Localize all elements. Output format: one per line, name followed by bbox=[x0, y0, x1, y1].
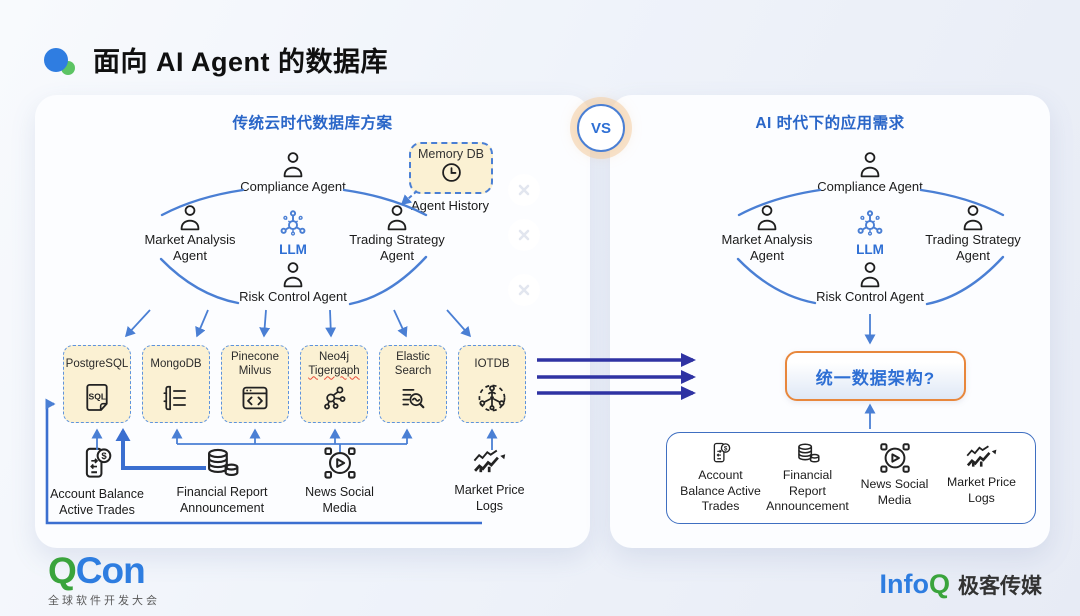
agent-trading-strategy: Trading Strategy Agent bbox=[918, 203, 1028, 265]
agent-label: Compliance Agent bbox=[240, 179, 346, 194]
memory-db-bubble: Memory DB bbox=[409, 142, 493, 194]
qcon-q: Q bbox=[48, 550, 77, 591]
qcon-subtitle: 全球软件开发大会 bbox=[48, 595, 160, 607]
close-icon bbox=[508, 274, 540, 306]
agent-risk-control: Risk Control Agent bbox=[223, 260, 363, 305]
db-box-postgresql: PostgreSQL bbox=[63, 345, 131, 423]
close-icon bbox=[508, 219, 540, 251]
clock-icon bbox=[440, 161, 463, 184]
person-icon bbox=[960, 203, 986, 231]
unified-data-architecture-box: 统一数据架构? bbox=[785, 351, 966, 401]
source-label: Account Balance Active Trades bbox=[680, 467, 761, 514]
agent-llm: LLM bbox=[835, 207, 905, 259]
document-list-icon bbox=[162, 383, 190, 413]
agent-llm: LLM bbox=[258, 207, 328, 259]
right-panel: AI 时代下的应用需求 Compliance Agent Market Anal… bbox=[610, 95, 1050, 548]
qcon-logo: QCon 全球软件开发大会 bbox=[48, 552, 160, 608]
db-name: PostgreSQL bbox=[65, 357, 129, 370]
source-financial-report: Financial Report Announcement bbox=[162, 445, 282, 517]
source-market-price: Market Price Logs bbox=[442, 445, 537, 515]
coin-stack-icon bbox=[790, 441, 826, 466]
source-label: Market Price Logs bbox=[454, 483, 525, 514]
infoq-logo: InfoQ 极客传媒 bbox=[880, 570, 1043, 600]
document-search-icon bbox=[399, 384, 427, 412]
qcon-wordmark: QCon bbox=[48, 552, 160, 589]
db-name-line2: Tigergaph bbox=[308, 364, 360, 377]
db-box-pinecone-milvus: Pinecone Milvus bbox=[221, 345, 289, 423]
source-label: Account Balance Active Trades bbox=[50, 487, 144, 518]
db-name: IOTDB bbox=[474, 357, 510, 370]
source-account-balance: Account Balance Active Trades bbox=[37, 445, 157, 519]
source-label: Market Price Logs bbox=[946, 475, 1016, 505]
right-panel-title: AI 时代下的应用需求 bbox=[755, 115, 905, 132]
infoq-wordmark: InfoQ bbox=[880, 571, 951, 598]
db-name-line1: Neo4j bbox=[318, 351, 350, 363]
coin-stack-icon bbox=[203, 445, 241, 481]
db-name: MongoDB bbox=[150, 357, 202, 370]
person-icon bbox=[754, 203, 780, 231]
infoq-q: Q bbox=[928, 569, 950, 599]
slide-header: 面向 AI Agent 的数据库 bbox=[44, 40, 388, 79]
llm-network-icon bbox=[277, 207, 309, 241]
agent-compliance: Compliance Agent bbox=[223, 150, 363, 195]
source-account-balance: Account Balance Active Trades bbox=[677, 441, 764, 515]
agent-risk-control: Risk Control Agent bbox=[800, 260, 940, 305]
db-name-line2: Search bbox=[394, 364, 432, 377]
source-label: News Social Media bbox=[860, 477, 929, 507]
person-icon bbox=[177, 203, 203, 231]
price-chart-icon bbox=[471, 445, 509, 479]
llm-label: LLM bbox=[279, 242, 307, 257]
db-name-line1: Elastic bbox=[396, 351, 430, 363]
mobile-dollar-icon bbox=[704, 441, 738, 466]
sql-document-icon bbox=[82, 382, 112, 414]
db-box-neo4j-tigergraph: Neo4j Tigergaph bbox=[300, 345, 368, 423]
qcon-con: Con bbox=[75, 550, 146, 591]
page-title: 面向 AI Agent 的数据库 bbox=[93, 47, 388, 77]
db-box-elastic-search: Elastic Search bbox=[379, 345, 447, 423]
unified-box-label: 统一数据架构? bbox=[815, 368, 936, 388]
source-financial-report: Financial Report Announcement bbox=[764, 441, 851, 515]
source-market-price: Market Price Logs bbox=[938, 441, 1025, 515]
mobile-dollar-icon bbox=[79, 445, 115, 483]
graph-network-icon bbox=[320, 383, 348, 413]
infoq-info: Info bbox=[879, 569, 929, 599]
memory-db-label: Memory DB bbox=[418, 147, 484, 161]
brand-dot-blue-icon bbox=[44, 47, 68, 72]
agent-label: Risk Control Agent bbox=[816, 289, 924, 304]
social-media-icon bbox=[322, 445, 358, 481]
vs-label: VS bbox=[590, 119, 611, 137]
iot-network-icon bbox=[476, 382, 508, 414]
vs-badge: VS bbox=[577, 104, 625, 152]
person-icon bbox=[857, 260, 883, 288]
source-news-social: News Social Media bbox=[851, 441, 938, 515]
close-icon bbox=[508, 174, 540, 206]
source-label: Financial Report Announcement bbox=[766, 467, 849, 514]
agent-market-analysis: Market Analysis Agent bbox=[135, 203, 245, 265]
db-name-line2: Milvus bbox=[238, 364, 272, 377]
agent-compliance: Compliance Agent bbox=[800, 150, 940, 195]
person-icon bbox=[280, 260, 306, 288]
social-media-icon bbox=[878, 441, 912, 475]
db-box-iotdb: IOTDB bbox=[458, 345, 526, 423]
db-name-line1: Pinecone bbox=[231, 351, 279, 363]
agent-market-analysis: Market Analysis Agent bbox=[712, 203, 822, 265]
source-news-social: News Social Media bbox=[292, 445, 387, 517]
db-box-mongodb: MongoDB bbox=[142, 345, 210, 423]
price-chart-icon bbox=[964, 441, 1000, 473]
left-panel: 传统云时代数据库方案 Compliance Agent Market Analy… bbox=[35, 95, 590, 548]
person-icon bbox=[857, 150, 883, 178]
person-icon bbox=[280, 150, 306, 178]
agent-label: Compliance Agent bbox=[817, 179, 923, 194]
source-label: Financial Report Announcement bbox=[176, 485, 268, 516]
infoq-brand: 极客传媒 bbox=[958, 575, 1042, 598]
left-panel-title: 传统云时代数据库方案 bbox=[232, 115, 393, 132]
llm-network-icon bbox=[854, 207, 886, 241]
agent-history-label: Agent History bbox=[410, 198, 490, 213]
code-window-icon bbox=[240, 384, 270, 412]
llm-label: LLM bbox=[856, 242, 884, 257]
agent-label: Risk Control Agent bbox=[239, 289, 347, 304]
source-label: News Social Media bbox=[305, 485, 374, 516]
data-source-container: Account Balance Active Trades Financial … bbox=[666, 432, 1036, 524]
